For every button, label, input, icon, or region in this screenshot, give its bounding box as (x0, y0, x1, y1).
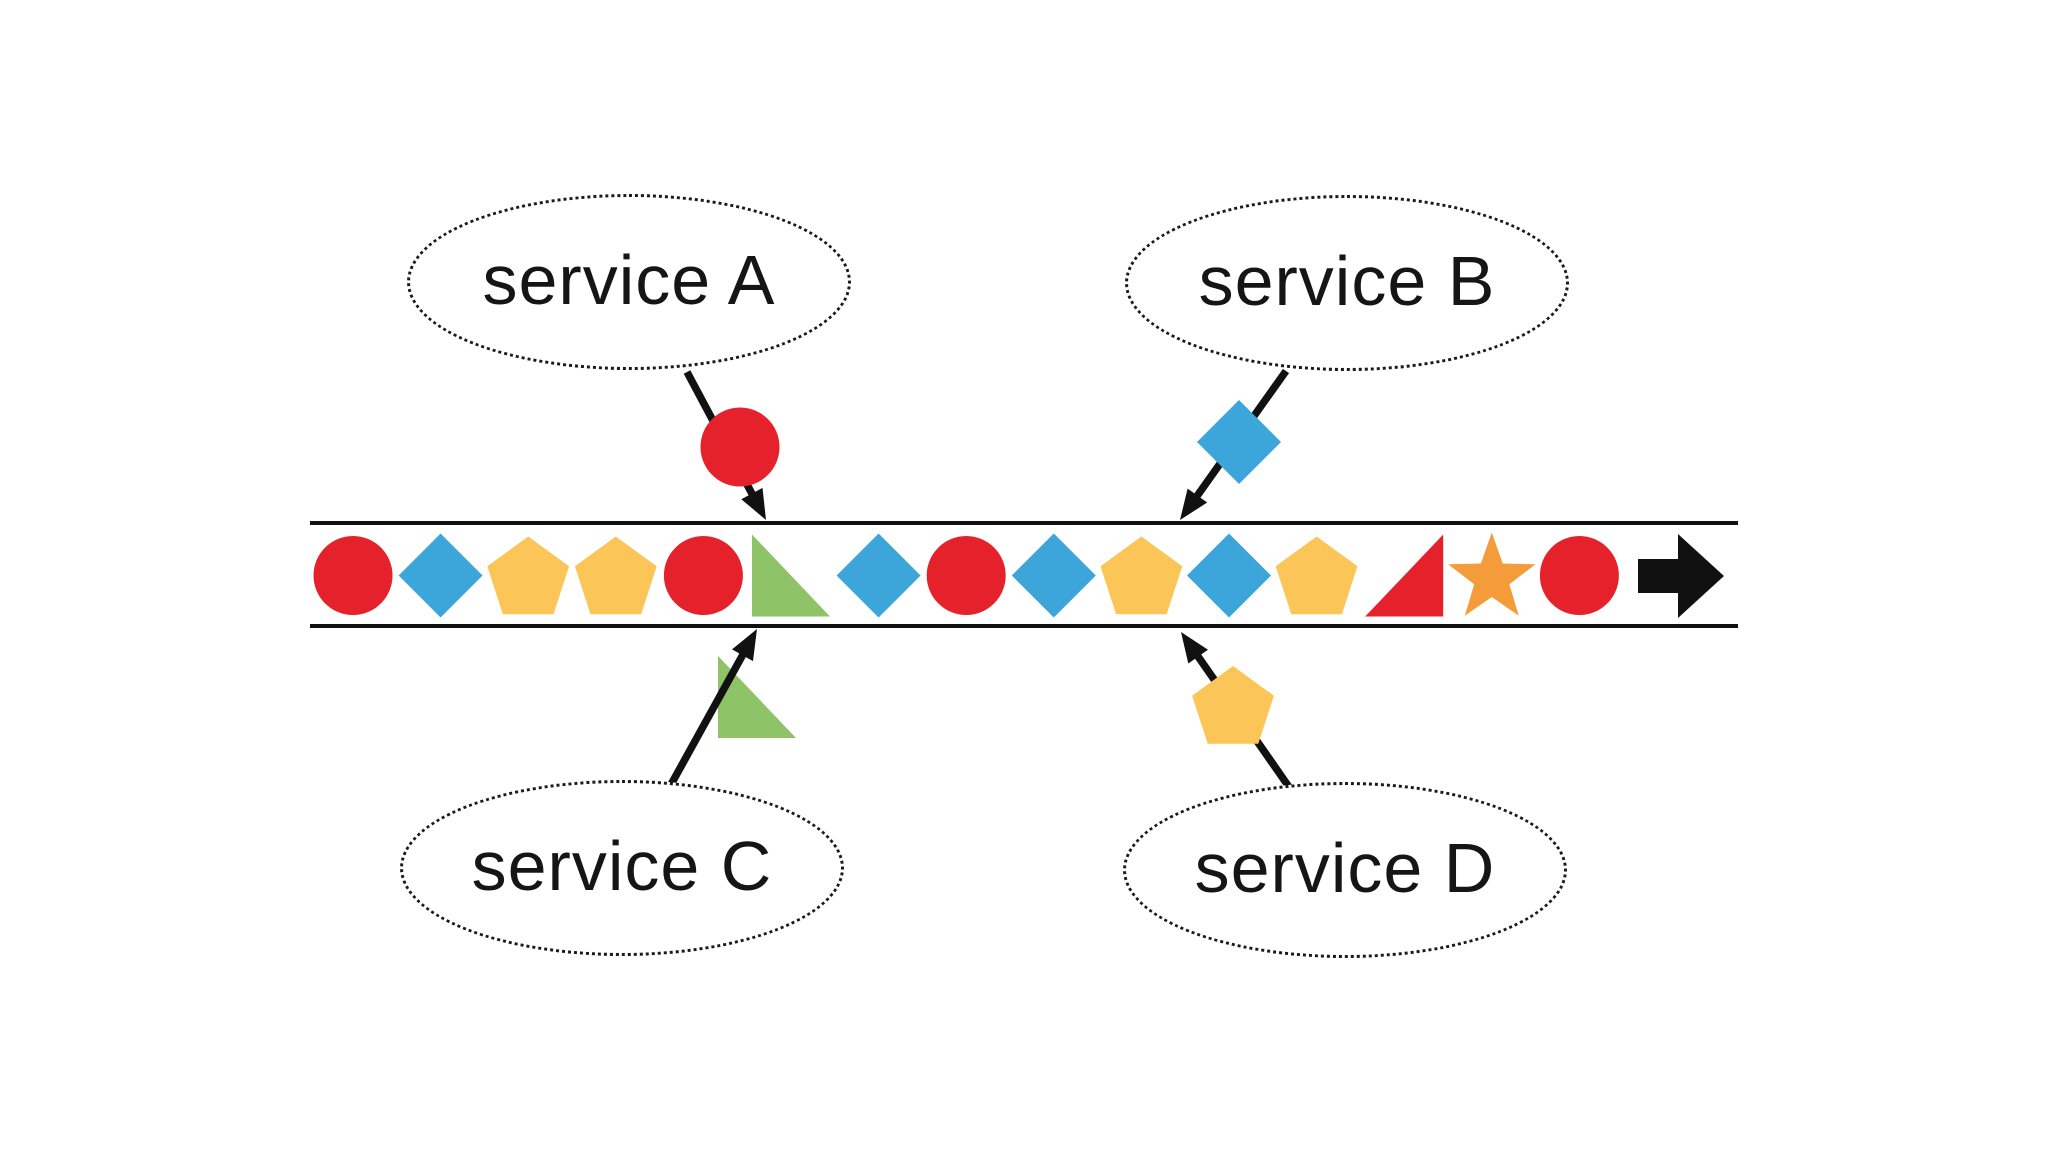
stream-shape-10-pentagon-yellow (1100, 536, 1183, 615)
stream-shape-4-pentagon-yellow (574, 536, 657, 615)
stream-shape-13-triangle-green-mirrored (1365, 534, 1444, 617)
service-c-event-shape (718, 656, 796, 738)
service-b-bubble: service B (1125, 195, 1569, 371)
service-c-label: service C (471, 827, 773, 905)
service-c-arrow-line (664, 648, 749, 792)
service-c-arrow-head (732, 629, 757, 662)
stream-shape-1-circle-red (313, 536, 393, 615)
stream-shape-14-star-orange (1448, 532, 1536, 616)
service-a-arrow-head (741, 487, 766, 520)
stream-shape-5-circle-red (663, 536, 743, 615)
stream-shape-6-triangle-green (752, 534, 830, 617)
service-a-label: service A (482, 241, 776, 319)
stream-shape-2-diamond-blue (398, 533, 483, 618)
service-c-bubble: service C (400, 780, 844, 956)
stream-shape-12-pentagon-yellow (1275, 536, 1358, 615)
stream-shape-11-diamond-blue (1187, 533, 1271, 618)
stream-shape-7-diamond-blue (836, 533, 921, 618)
stream-shape-9-diamond-blue (1011, 533, 1096, 618)
service-d-label: service D (1194, 829, 1496, 907)
service-b-event-shape (1197, 400, 1281, 484)
service-a-event-shape (700, 407, 780, 487)
service-b-label: service B (1198, 242, 1496, 320)
service-b-arrow-head (1180, 488, 1208, 520)
stream-shape-8-circle-red (926, 536, 1006, 615)
arrow-right-icon (1638, 534, 1724, 618)
stream-shape-3-pentagon-yellow (487, 536, 570, 615)
service-d-event-shape (1192, 666, 1274, 744)
service-d-bubble: service D (1123, 782, 1567, 958)
service-d-arrow-head (1181, 632, 1208, 664)
service-a-bubble: service A (407, 194, 851, 370)
stream-shape-15-circle-red (1539, 536, 1619, 615)
